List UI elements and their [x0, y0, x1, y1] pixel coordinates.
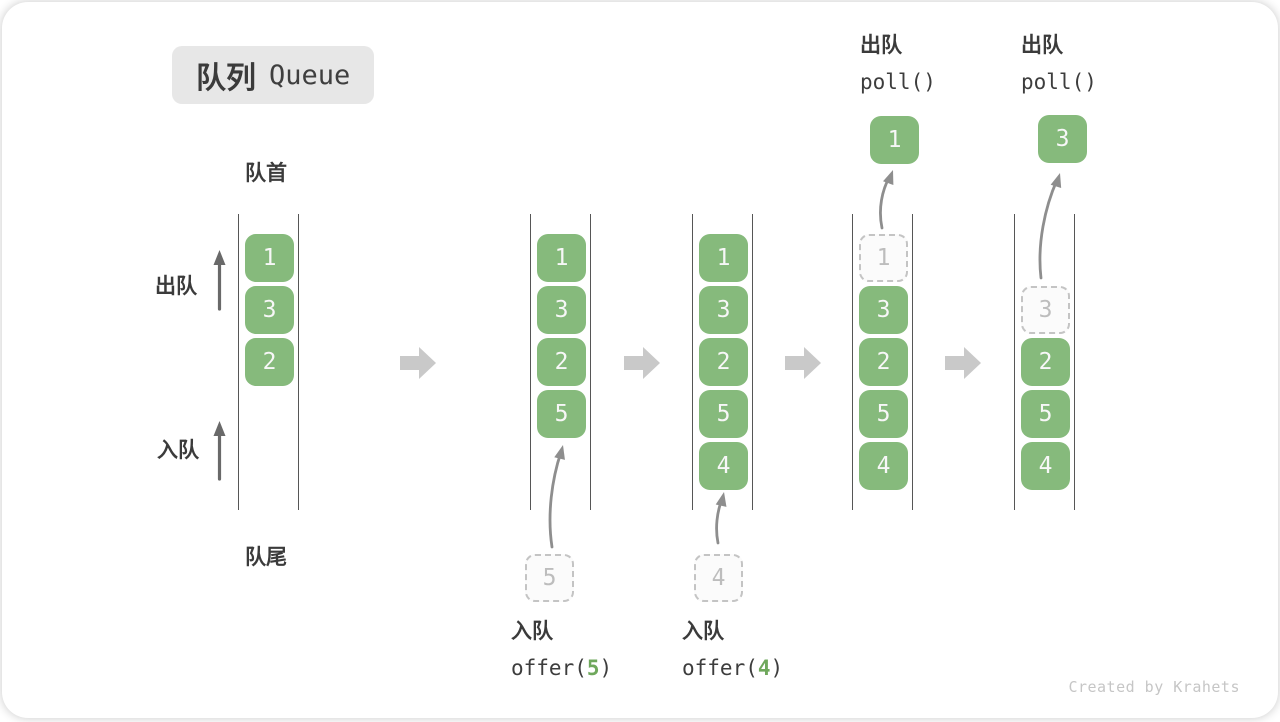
watermark: Created by Krahets	[1068, 678, 1240, 696]
queue-state-4: 1 3 2 5 4	[852, 214, 913, 510]
queue-cell: 5	[1021, 390, 1070, 438]
offer4-arg: 4	[757, 656, 771, 680]
queue-cell: 2	[537, 338, 586, 386]
label-enqueue: 入队	[157, 439, 199, 462]
queue-cell-removed: 1	[859, 234, 908, 282]
queue-cell: 5	[699, 390, 748, 438]
polled-value-box: 3	[1038, 115, 1087, 163]
queue-cell: 1	[699, 234, 748, 282]
poll2-code: poll()	[1021, 70, 1097, 94]
queue-cell: 2	[1021, 338, 1070, 386]
queue-cell: 2	[245, 338, 294, 386]
queue-cell: 1	[537, 234, 586, 282]
up-arrow-icon	[213, 250, 226, 311]
offer5-arg: 5	[586, 656, 600, 680]
queue-cell: 3	[245, 286, 294, 334]
poll1-code: poll()	[860, 70, 936, 94]
offer4-fn: offer(	[682, 656, 758, 680]
queue-state-5: 3 2 5 4	[1014, 214, 1075, 510]
title-badge: 队列 Queue	[172, 46, 375, 104]
queue-cell: 2	[859, 338, 908, 386]
poll2-zh: 出队	[1021, 34, 1063, 57]
queue-cell: 2	[699, 338, 748, 386]
offer4-code: offer(4)	[682, 650, 783, 686]
queue-cell-removed: 3	[1021, 286, 1070, 334]
queue-cell: 1	[245, 234, 294, 282]
right-block-arrow-icon	[945, 347, 981, 379]
offer4-close: )	[770, 656, 784, 680]
title-zh: 队列	[196, 62, 256, 95]
title-en: Queue	[269, 59, 351, 91]
label-queue-front: 队首	[245, 162, 287, 185]
poll-op-label-1: 出队 poll()	[860, 27, 936, 101]
offer5-fn: offer(	[511, 656, 587, 680]
offer5-code: offer(5)	[511, 650, 612, 686]
label-queue-rear: 队尾	[245, 546, 287, 569]
offer-op-label-2: 入队 offer(4)	[682, 614, 783, 686]
queue-state-2: 1 3 2 5	[530, 214, 591, 510]
queue-cell: 5	[537, 390, 586, 438]
queue-cell: 5	[859, 390, 908, 438]
label-dequeue: 出队	[155, 275, 197, 298]
pending-cell: 5	[525, 554, 574, 602]
queue-state-3: 1 3 2 5 4	[692, 214, 753, 510]
right-block-arrow-icon	[400, 347, 436, 379]
poll1-zh: 出队	[860, 34, 902, 57]
polled-value-box: 1	[870, 116, 919, 164]
poll-op-label-2: 出队 poll()	[1021, 27, 1097, 101]
offer-op-label-1: 入队 offer(5)	[511, 614, 612, 686]
up-arrow-icon	[213, 421, 226, 481]
queue-cell: 4	[859, 442, 908, 490]
queue-cell: 3	[859, 286, 908, 334]
right-block-arrow-icon	[785, 347, 821, 379]
queue-cell: 4	[1021, 442, 1070, 490]
queue-state-1: 1 3 2	[238, 214, 299, 510]
offer5-zh: 入队	[511, 620, 553, 643]
queue-cell: 3	[699, 286, 748, 334]
queue-cell: 3	[537, 286, 586, 334]
pending-cell: 4	[694, 554, 743, 602]
offer4-zh: 入队	[682, 620, 724, 643]
queue-cell: 4	[699, 442, 748, 490]
offer5-close: )	[599, 656, 613, 680]
right-block-arrow-icon	[624, 347, 660, 379]
